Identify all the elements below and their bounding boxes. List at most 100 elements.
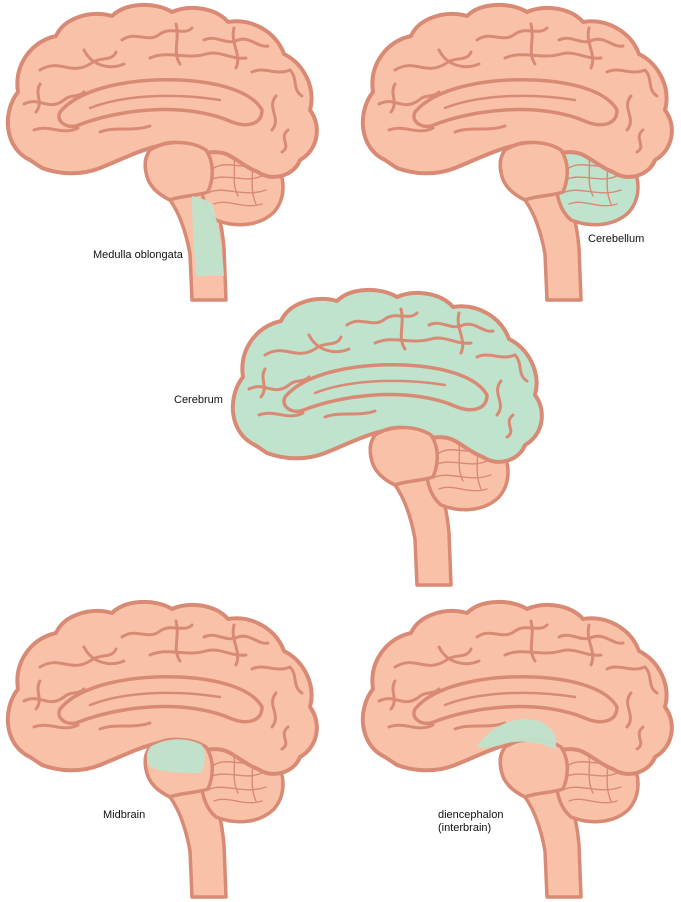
thalamus-shape bbox=[498, 140, 569, 202]
panel-cerebellum: Cerebellum bbox=[355, 0, 681, 305]
corpus-callosum-line bbox=[313, 379, 447, 395]
cerebellum-fold-1 bbox=[564, 772, 618, 778]
thalamus-shape bbox=[498, 737, 569, 799]
cerebrum-gyrus-5 bbox=[148, 51, 248, 60]
cerebrum-gyrus-2 bbox=[345, 311, 419, 327]
medulla-highlight bbox=[192, 196, 224, 276]
cerebrum-gyrus-12 bbox=[453, 124, 507, 134]
label-midbrain: Midbrain bbox=[103, 809, 146, 821]
cerebrum-gyrus-5 bbox=[503, 51, 603, 60]
cerebrum-gyrus-10 bbox=[32, 723, 80, 730]
cerebrum-gyrus-12 bbox=[98, 721, 152, 731]
brain-diagram-cerebrum bbox=[230, 287, 544, 587]
cerebrum-gyrus-9 bbox=[495, 379, 503, 417]
cerebrum-gyrus-12 bbox=[323, 409, 377, 419]
cerebrum-gyrus-0 bbox=[263, 335, 343, 357]
cerebrum-gyrus-2 bbox=[475, 26, 549, 42]
cerebellum-fold-1 bbox=[564, 175, 618, 181]
cerebrum-gyrus-9 bbox=[270, 94, 278, 132]
label-cerebellum: Cerebellum bbox=[588, 233, 645, 245]
cerebrum-gyrus-6 bbox=[437, 645, 481, 666]
cerebrum-gyrus-11 bbox=[505, 413, 515, 439]
cerebrum-gyrus-2 bbox=[120, 26, 194, 42]
cerebrum-gyrus-2 bbox=[120, 623, 194, 639]
cerebrum-gyrus-13 bbox=[389, 82, 397, 114]
corpus-callosum-line bbox=[88, 691, 222, 707]
brain-diagram-midbrain bbox=[5, 599, 319, 899]
cerebrum-gyrus-7 bbox=[174, 22, 182, 66]
cerebrum-gyrus-1 bbox=[247, 375, 311, 392]
cerebrum-gyrus-8 bbox=[231, 623, 240, 667]
cerebrum-gyrus-0 bbox=[38, 50, 118, 72]
cerebrum-gyrus-4 bbox=[605, 665, 659, 695]
cerebrum-gyrus-3 bbox=[557, 633, 625, 645]
cerebrum-gyrus-7 bbox=[399, 307, 407, 351]
cerebrum-gyrus-0 bbox=[393, 647, 473, 669]
cerebrum-gyrus-6 bbox=[307, 333, 351, 354]
corpus-callosum-line bbox=[88, 94, 222, 110]
thalamus-shape bbox=[143, 140, 214, 202]
label-diencephalon: diencephalon (interbrain) bbox=[438, 809, 504, 834]
cerebrum-gyrus-7 bbox=[174, 619, 182, 663]
cerebrum-gyrus-2 bbox=[475, 623, 549, 639]
cerebrum-gyrus-9 bbox=[625, 691, 633, 729]
brain-diagram-diencephalon bbox=[360, 599, 674, 899]
cerebrum-gyrus-8 bbox=[586, 26, 595, 70]
cerebrum-gyrus-1 bbox=[377, 90, 441, 107]
midbrain-highlight bbox=[147, 739, 205, 773]
cerebrum-gyrus-8 bbox=[456, 311, 465, 355]
cerebrum-gyrus-5 bbox=[148, 648, 248, 657]
cerebellum-fold-3 bbox=[568, 201, 618, 207]
cerebrum-gyrus-12 bbox=[453, 721, 507, 731]
thalamus-shape bbox=[368, 425, 439, 487]
cerebrum-gyrus-6 bbox=[437, 48, 481, 69]
cerebrum-gyrus-7 bbox=[529, 22, 537, 66]
brain-diagram-medulla bbox=[5, 2, 319, 302]
cerebrum-gyrus-10 bbox=[257, 411, 305, 418]
corpus-callosum-line bbox=[443, 94, 577, 110]
cerebrum-gyrus-8 bbox=[231, 26, 240, 70]
cerebrum-gyrus-1 bbox=[22, 90, 86, 107]
cerebrum-gyrus-8 bbox=[586, 623, 595, 667]
cerebrum-gyrus-4 bbox=[250, 68, 304, 98]
panel-cerebrum bbox=[225, 285, 555, 590]
diencephalon-highlight bbox=[477, 719, 557, 749]
label-cerebrum: Cerebrum bbox=[174, 394, 223, 406]
cerebrum-gyrus-6 bbox=[82, 48, 126, 69]
label-medulla-oblongata: Medulla oblongata bbox=[93, 249, 183, 261]
brain-diagram-cerebellum bbox=[360, 2, 674, 302]
cerebrum-gyrus-3 bbox=[202, 36, 270, 48]
cerebrum-gyrus-11 bbox=[280, 128, 290, 154]
corpus-callosum-shape bbox=[57, 78, 264, 129]
panel-midbrain: Midbrain bbox=[0, 597, 330, 902]
cerebrum-gyrus-3 bbox=[557, 36, 625, 48]
cerebellum-fold-3 bbox=[213, 201, 263, 207]
cerebrum-gyrus-11 bbox=[635, 725, 645, 751]
cerebrum-gyrus-3 bbox=[427, 321, 495, 333]
cerebellum-fold-1 bbox=[209, 175, 263, 181]
cerebrum-gyrus-3 bbox=[202, 633, 270, 645]
corpus-callosum-shape bbox=[412, 78, 619, 129]
panel-medulla: Medulla oblongata bbox=[0, 0, 330, 305]
corpus-callosum-shape bbox=[282, 363, 489, 414]
cerebrum-gyrus-12 bbox=[98, 124, 152, 134]
cerebrum-gyrus-4 bbox=[605, 68, 659, 98]
cerebellum-fold-1 bbox=[434, 460, 488, 466]
cerebrum-gyrus-4 bbox=[475, 353, 529, 383]
cerebellum-fold-3 bbox=[213, 798, 263, 804]
cerebrum-gyrus-9 bbox=[625, 94, 633, 132]
cerebellum-fold-1 bbox=[209, 772, 263, 778]
cerebrum-gyrus-4 bbox=[250, 665, 304, 695]
panel-diencephalon: diencephalon (interbrain) bbox=[355, 597, 681, 902]
corpus-callosum-shape bbox=[57, 675, 264, 726]
cerebrum-gyrus-5 bbox=[373, 336, 473, 345]
cerebrum-gyrus-10 bbox=[387, 723, 435, 730]
cerebrum-gyrus-11 bbox=[635, 128, 645, 154]
cerebrum-gyrus-0 bbox=[393, 50, 473, 72]
cerebrum-gyrus-10 bbox=[32, 126, 80, 133]
cerebrum-gyrus-7 bbox=[529, 619, 537, 663]
cerebrum-gyrus-10 bbox=[387, 126, 435, 133]
cerebrum-gyrus-0 bbox=[38, 647, 118, 669]
cerebrum-gyrus-13 bbox=[389, 679, 397, 711]
cerebrum-gyrus-13 bbox=[34, 679, 42, 711]
